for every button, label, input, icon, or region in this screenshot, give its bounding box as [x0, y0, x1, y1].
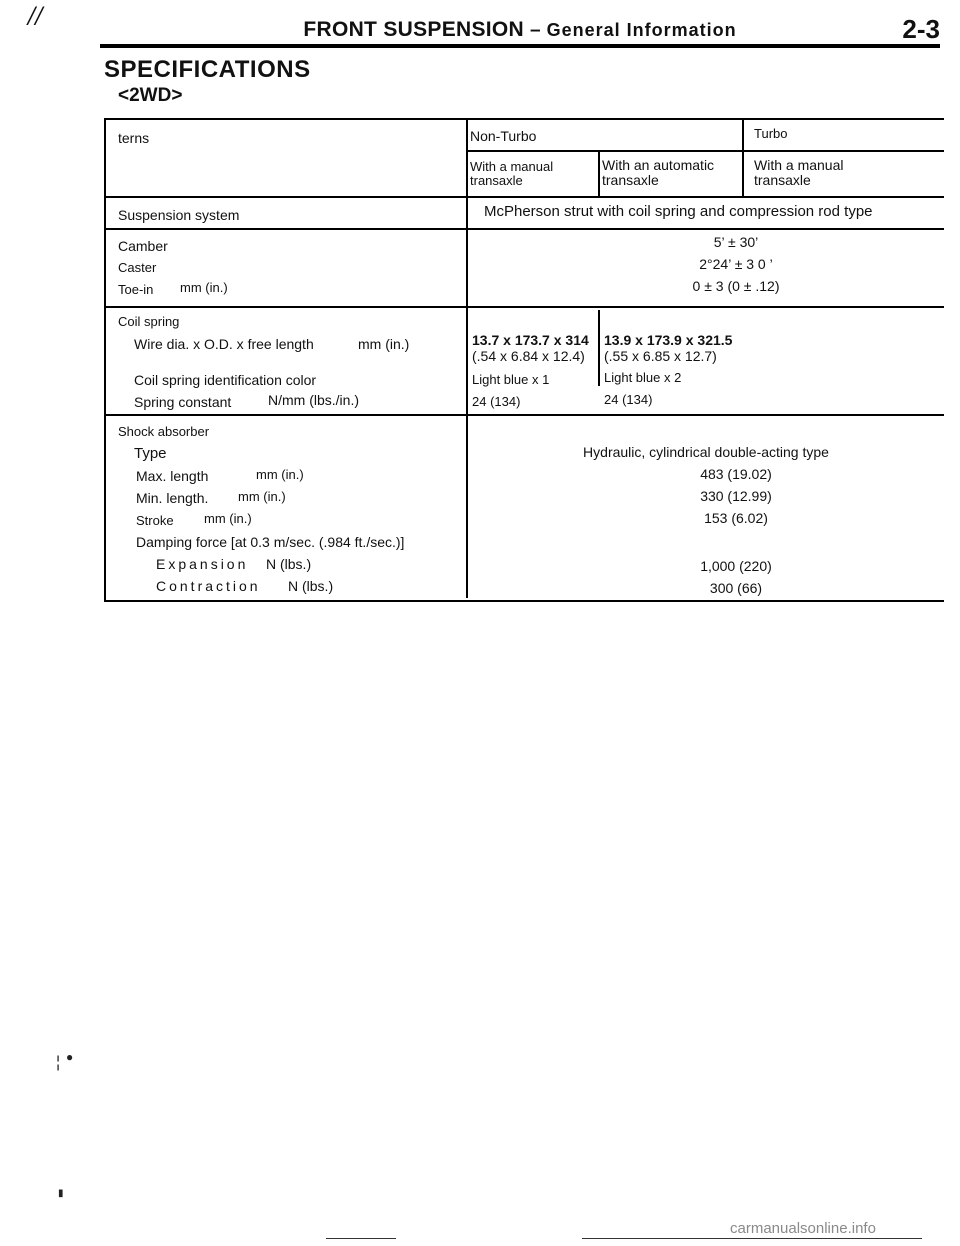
footer-rule [582, 1238, 922, 1239]
caster-value: 2°24’ ± 3 0 ’ [699, 256, 773, 272]
suspension-value: McPherson strut with coil spring and com… [484, 203, 873, 220]
shock-type-label: Type [134, 445, 167, 462]
expansion-value: 1,000 (220) [700, 558, 772, 574]
table-divider [106, 306, 944, 308]
col-non-turbo-header: Non-Turbo [470, 128, 537, 144]
subcol-automatic-header: With an automatic transaxle [602, 157, 715, 188]
col-turbo-header: Turbo [754, 126, 788, 141]
page-header: FRONT SUSPENSION–General Information 2-3 [100, 14, 940, 44]
min-length-label: Min. length. [136, 490, 209, 506]
table-divider [466, 120, 468, 598]
stroke-unit: mm (in.) [204, 511, 252, 526]
spec-table: terns Non-Turbo Turbo With a manual tran… [104, 118, 944, 602]
spring-constant-manual: 24 (134) [472, 394, 521, 409]
spring-constant-unit: N/mm (lbs./in.) [268, 392, 359, 408]
section-title: SPECIFICATIONS [104, 56, 311, 83]
table-divider [106, 228, 944, 230]
contraction-label: Contraction [156, 578, 261, 594]
shock-heading: Shock absorber [118, 424, 210, 439]
header-rule [100, 44, 940, 48]
subcol-turbo-manual-header: With a manual transaxle [754, 157, 844, 188]
coil-spring-heading: Coil spring [118, 314, 180, 329]
table-divider [598, 150, 600, 196]
stroke-label: Stroke [136, 513, 174, 528]
page-number: 2-3 [902, 14, 940, 44]
wire-dia-manual-in: (.54 x 6.84 x 12.4) [472, 348, 585, 364]
header-title-sub: General Information [546, 20, 737, 40]
stroke-value: 153 (6.02) [704, 510, 768, 526]
spring-color-label: Coil spring identification color [134, 372, 317, 388]
toe-in-label: Toe-in [118, 282, 154, 297]
contraction-unit: N (lbs.) [288, 578, 334, 594]
wire-dia-label: Wire dia. x O.D. x free length [134, 336, 314, 352]
table-divider [466, 150, 944, 152]
table-divider [598, 310, 600, 386]
spring-constant-label: Spring constant [134, 394, 232, 410]
max-length-label: Max. length [136, 468, 209, 484]
table-divider [106, 196, 944, 198]
damping-force-label: Damping force [at 0.3 m/sec. (.984 ft./s… [136, 534, 405, 550]
section-subtitle: <2WD> [118, 85, 183, 106]
expansion-unit: N (lbs.) [266, 556, 312, 572]
table-divider [742, 120, 744, 196]
wire-dia-auto-in: (.55 x 6.85 x 12.7) [604, 348, 717, 364]
suspension-label: Suspension system [118, 207, 240, 223]
contraction-value: 300 (66) [709, 580, 763, 596]
max-length-value: 483 (19.02) [700, 466, 772, 482]
header-title: FRONT SUSPENSION–General Information [100, 18, 940, 42]
margin-mark: ▮ [58, 1188, 64, 1199]
min-length-unit: mm (in.) [238, 489, 286, 504]
header-title-dash: – [530, 20, 541, 41]
toe-in-value: 0 ± 3 (0 ± .12) [692, 278, 780, 294]
expansion-label: Expansion [156, 556, 249, 572]
toe-in-unit: mm (in.) [180, 280, 228, 295]
footer-watermark: carmanualsonline.info [730, 1220, 876, 1237]
spring-color-auto: Light blue x 2 [604, 370, 682, 385]
shock-type-value: Hydraulic, cylindrical double-acting typ… [583, 444, 829, 460]
camber-value: 5’ ± 30’ [713, 234, 759, 250]
header-title-main: FRONT SUSPENSION [303, 18, 525, 41]
col-items-header: terns [118, 130, 150, 146]
wire-dia-manual-mm: 13.7 x 173.7 x 314 [472, 332, 589, 348]
caster-label: Caster [118, 260, 157, 275]
subcol-manual-header: With a manual transaxle [470, 159, 554, 188]
spring-color-manual: Light blue x 1 [472, 372, 550, 387]
table-divider [106, 414, 944, 416]
wire-dia-auto-mm: 13.9 x 173.9 x 321.5 [604, 332, 733, 348]
footer-rule [326, 1238, 396, 1239]
margin-mark: ¦ [56, 1054, 61, 1071]
min-length-value: 330 (12.99) [700, 488, 772, 504]
camber-label: Camber [118, 238, 168, 254]
max-length-unit: mm (in.) [256, 467, 304, 482]
spring-constant-auto: 24 (134) [604, 392, 653, 407]
corner-mark: // [28, 4, 43, 29]
wire-dia-unit: mm (in.) [358, 336, 410, 352]
margin-mark: ● [66, 1050, 74, 1064]
